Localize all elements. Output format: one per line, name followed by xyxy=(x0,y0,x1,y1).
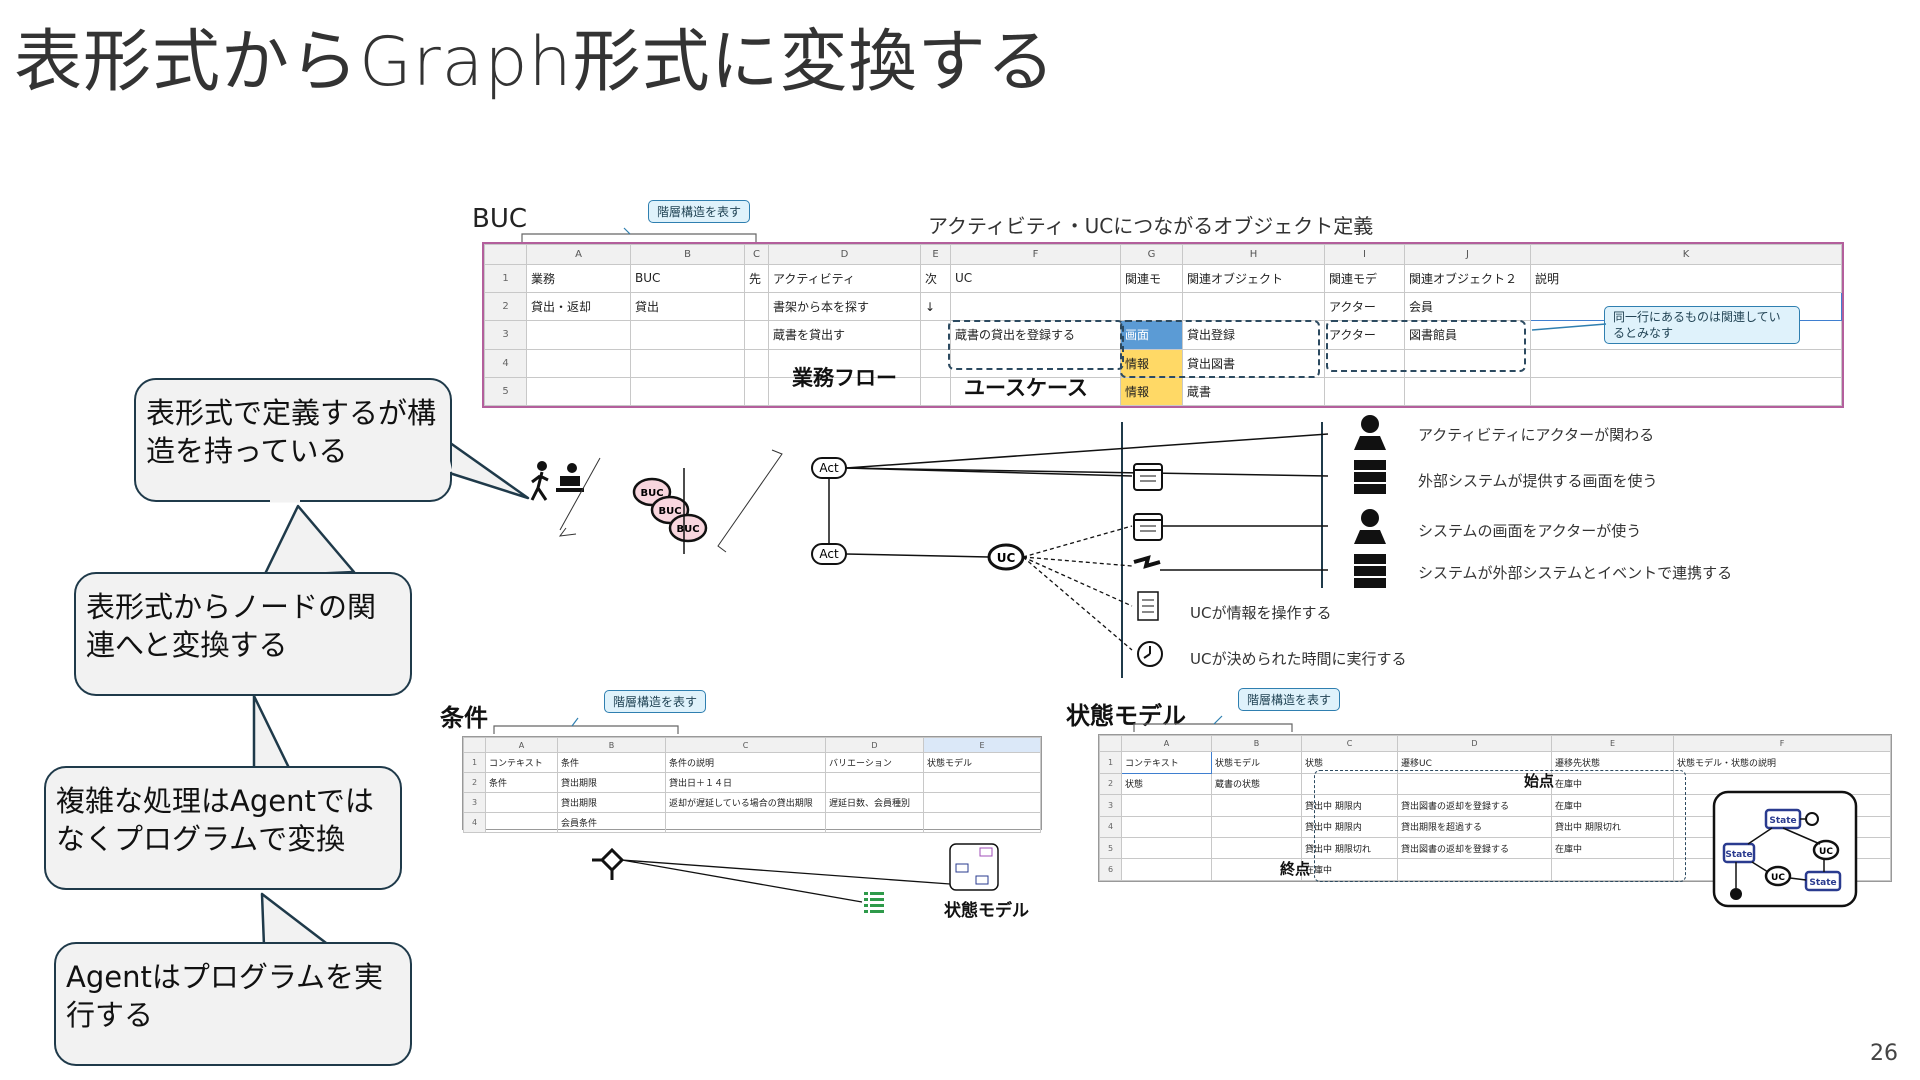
buc-node-stack: BUC BUC BUC xyxy=(632,477,708,543)
buc-label: BUC xyxy=(472,204,528,234)
screen-icon-2 xyxy=(1133,513,1163,541)
walking-person-icon xyxy=(530,461,549,501)
condition-hierarchy-callout: 階層構造を表す xyxy=(604,690,707,713)
page-number: 26 xyxy=(1870,1041,1898,1066)
legend-text-3: システムの画面をアクターが使う xyxy=(1418,522,1642,540)
end-point-label: 終点 xyxy=(1280,860,1311,878)
object-dashed-group xyxy=(1120,320,1320,378)
screen-icon-1 xyxy=(1133,463,1163,491)
svg-text:Act: Act xyxy=(819,461,839,475)
desk-person-icon xyxy=(556,463,584,492)
uc-dashed-group xyxy=(948,320,1124,370)
state-model-label: 状態モデル xyxy=(1066,702,1186,730)
svg-text:UC: UC xyxy=(997,551,1016,565)
condition-bracket xyxy=(493,717,679,734)
state-model-thumbnail-icon xyxy=(949,843,999,891)
svg-text:State: State xyxy=(1769,816,1796,826)
table-row[interactable]: 5 情報蔵書 xyxy=(484,376,1842,407)
state-hierarchy-callout: 階層構造を表す xyxy=(1238,688,1341,711)
hierarchy-callout: 階層構造を表す xyxy=(648,200,751,223)
buc-node-label-2: BUC xyxy=(658,506,681,517)
bubble-convert-nodes: 表形式からノードの関連へと変換する xyxy=(74,572,412,696)
state-node-3: State xyxy=(1804,870,1842,892)
hierarchy-bracket xyxy=(521,227,757,248)
table-row[interactable]: 4 情報貸出図書 xyxy=(484,348,1842,378)
clock-icon xyxy=(1137,641,1163,667)
actor-icon xyxy=(1354,415,1386,450)
svg-text:UC: UC xyxy=(1819,847,1833,857)
legend-text-1: アクティビティにアクターが関わる xyxy=(1418,426,1655,444)
uc-node-2: UC xyxy=(1764,865,1792,887)
usecase-label: ユースケース xyxy=(964,376,1088,400)
buc-node-label-1: BUC xyxy=(640,488,663,499)
business-flow-label: 業務フロー xyxy=(792,366,897,390)
buc-node-label-3: BUC xyxy=(676,524,699,535)
state-dashed-group xyxy=(1314,770,1686,882)
legend-text-5: UCが情報を操作する xyxy=(1190,604,1332,622)
list-icon xyxy=(864,892,884,913)
bubble-structure: 表形式で定義するが構造を持っている xyxy=(134,378,452,502)
row-relation-callout: 同一行にあるものは関連しているとみなす xyxy=(1604,306,1800,344)
slide-title: 表形式からGraph形式に変換する xyxy=(14,23,1056,102)
legend-icon-column xyxy=(1354,415,1386,588)
condition-label: 条件 xyxy=(440,704,488,732)
actor-icon xyxy=(1354,509,1386,544)
object-definition-label: アクティビティ・UCにつながるオブジェクト定義 xyxy=(928,214,1374,238)
uc-node-1: UC xyxy=(1812,839,1840,861)
state-diagram: State State UC UC State xyxy=(1712,790,1858,908)
bubble-program-convert: 複雑な処理はAgentではなくプログラムで変換 xyxy=(44,766,402,890)
document-icon xyxy=(1137,591,1159,621)
start-point-label: 始点 xyxy=(1524,772,1555,790)
lightning-icon xyxy=(1133,555,1161,569)
svg-text:Act: Act xyxy=(819,547,839,561)
condition-node-icon xyxy=(592,847,625,880)
state-node-2: State xyxy=(1722,842,1756,864)
actor-dashed-group xyxy=(1326,320,1526,372)
svg-text:State: State xyxy=(1809,878,1836,888)
condition-graph xyxy=(592,843,999,913)
svg-text:State: State xyxy=(1725,850,1752,860)
server-icon xyxy=(1354,554,1386,588)
legend-text-4: システムが外部システムとイベントで連携する xyxy=(1418,564,1733,582)
legend-text-6: UCが決められた時間に実行する xyxy=(1190,650,1407,668)
bubble-agent-run: Agentはプログラムを実行する xyxy=(54,942,412,1066)
table-row[interactable]: 3 蔵書を貸出す蔵書の貸出を登録する画面貸出登録アクター図書館員 xyxy=(484,320,1842,350)
graph-diagram: BUC BUC BUC Act Act UC xyxy=(530,422,1329,678)
state-node-1: State xyxy=(1764,808,1802,830)
server-icon xyxy=(1354,460,1386,494)
row-callout-pointer xyxy=(1531,323,1607,331)
svg-text:UC: UC xyxy=(1771,873,1785,883)
condition-state-model-label: 状態モデル xyxy=(944,901,1029,921)
legend-text-2: 外部システムが提供する画面を使う xyxy=(1418,472,1658,490)
state-bracket xyxy=(1133,715,1293,732)
